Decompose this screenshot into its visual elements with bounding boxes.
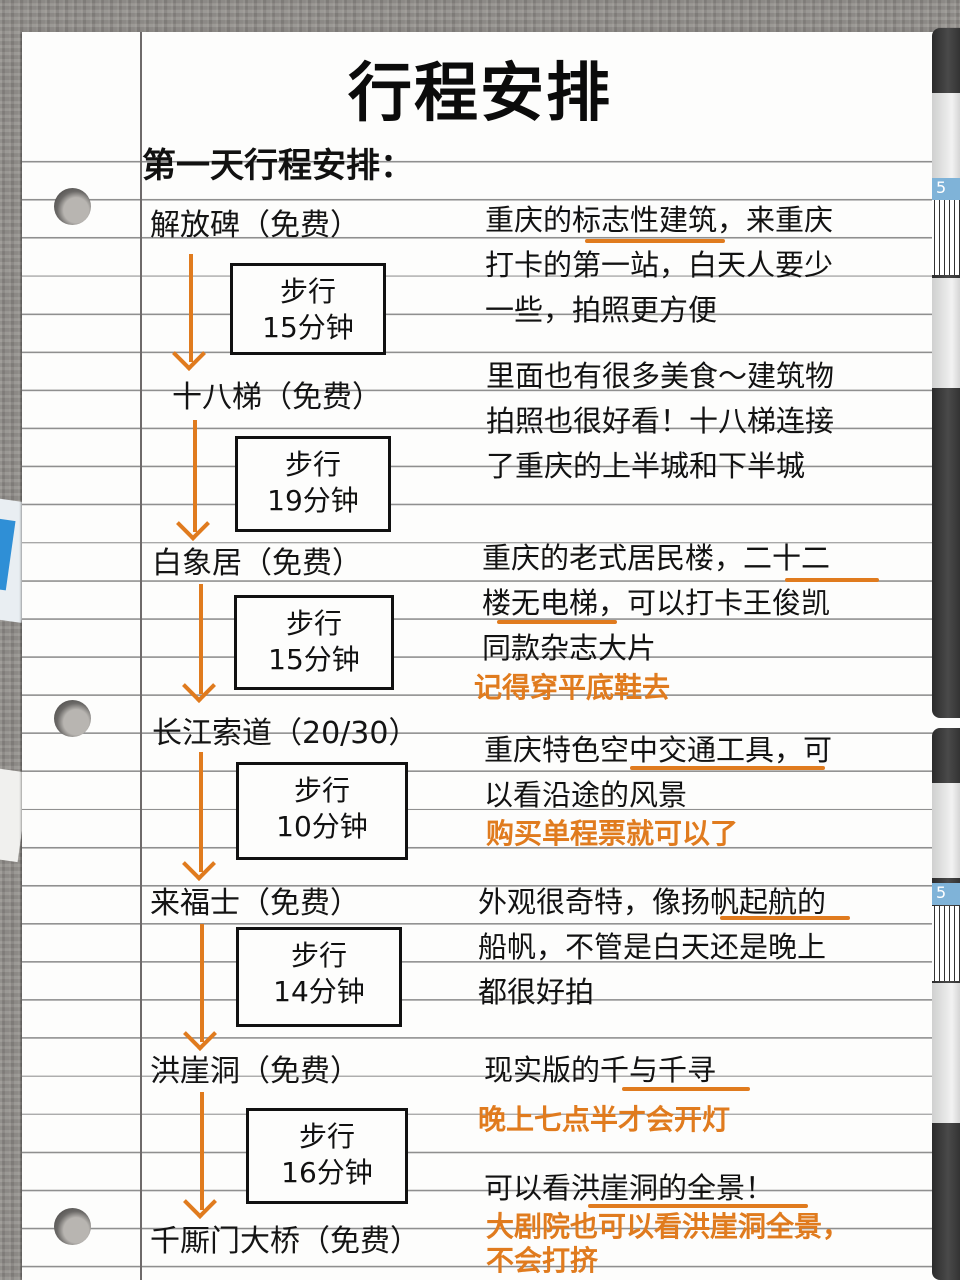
highlight-underline xyxy=(588,1204,808,1208)
stop-desc: 现实版的千与千寻 xyxy=(484,1053,717,1087)
binder-hole xyxy=(54,700,91,737)
stop-desc: 外观很奇特，像扬帆起航的船帆，不管是白天还是晚上都很好拍 xyxy=(478,885,827,1009)
day-heading: 第一天行程安排： xyxy=(142,146,414,186)
pen: 5 xyxy=(932,728,960,1280)
stop-desc: 可以看洪崖洞的全景！ xyxy=(484,1171,775,1205)
highlight-underline xyxy=(622,1087,750,1091)
stop-desc: 重庆的标志性建筑，来重庆打卡的第一站，白天人要少一些，拍照更方便 xyxy=(485,203,834,327)
notebook-page xyxy=(22,32,960,1280)
tip-note: 记得穿平底鞋去 xyxy=(474,671,671,704)
highlight-underline xyxy=(630,766,825,770)
stop-name: 白象居（免费） xyxy=(152,546,362,581)
stop-desc: 重庆特色空中交通工具，可以看沿途的风景 xyxy=(484,733,833,812)
highlight-underline xyxy=(785,578,879,582)
pen: 5 xyxy=(932,28,960,718)
down-arrow-icon xyxy=(200,924,204,1042)
binder-hole xyxy=(54,188,91,225)
down-arrow-icon xyxy=(199,584,203,694)
down-arrow-icon xyxy=(193,420,197,532)
stop-name: 千厮门大桥（免费） xyxy=(150,1224,420,1259)
tip-note: 购买单程票就可以了 xyxy=(486,817,739,850)
page-title: 行程安排 xyxy=(348,57,612,131)
down-arrow-icon xyxy=(189,254,193,362)
stop-name: 十八梯（免费） xyxy=(172,380,382,415)
stop-desc: 里面也有很多美食～建筑物拍照也很好看！十八梯连接了重庆的上半城和下半城 xyxy=(486,359,835,483)
stop-name: 来福士（免费） xyxy=(150,886,360,921)
highlight-underline xyxy=(720,916,850,920)
margin-line xyxy=(140,32,142,1280)
stop-name: 洪崖洞（免费） xyxy=(150,1054,360,1089)
tip-note: 晚上七点半才会开灯 xyxy=(478,1103,731,1136)
stop-name: 解放碑（免费） xyxy=(150,208,360,243)
stop-desc: 重庆的老式居民楼，二十二楼无电梯，可以打卡王俊凯同款杂志大片 xyxy=(482,541,831,665)
down-arrow-icon xyxy=(199,752,203,872)
highlight-underline xyxy=(585,239,725,243)
highlight-underline xyxy=(497,620,617,624)
down-arrow-icon xyxy=(200,1092,204,1210)
stop-name: 长江索道（20/30） xyxy=(152,716,419,751)
binder-hole xyxy=(54,1208,91,1245)
tip-note: 大剧院也可以看洪崖洞全景，不会打挤 xyxy=(486,1210,851,1277)
